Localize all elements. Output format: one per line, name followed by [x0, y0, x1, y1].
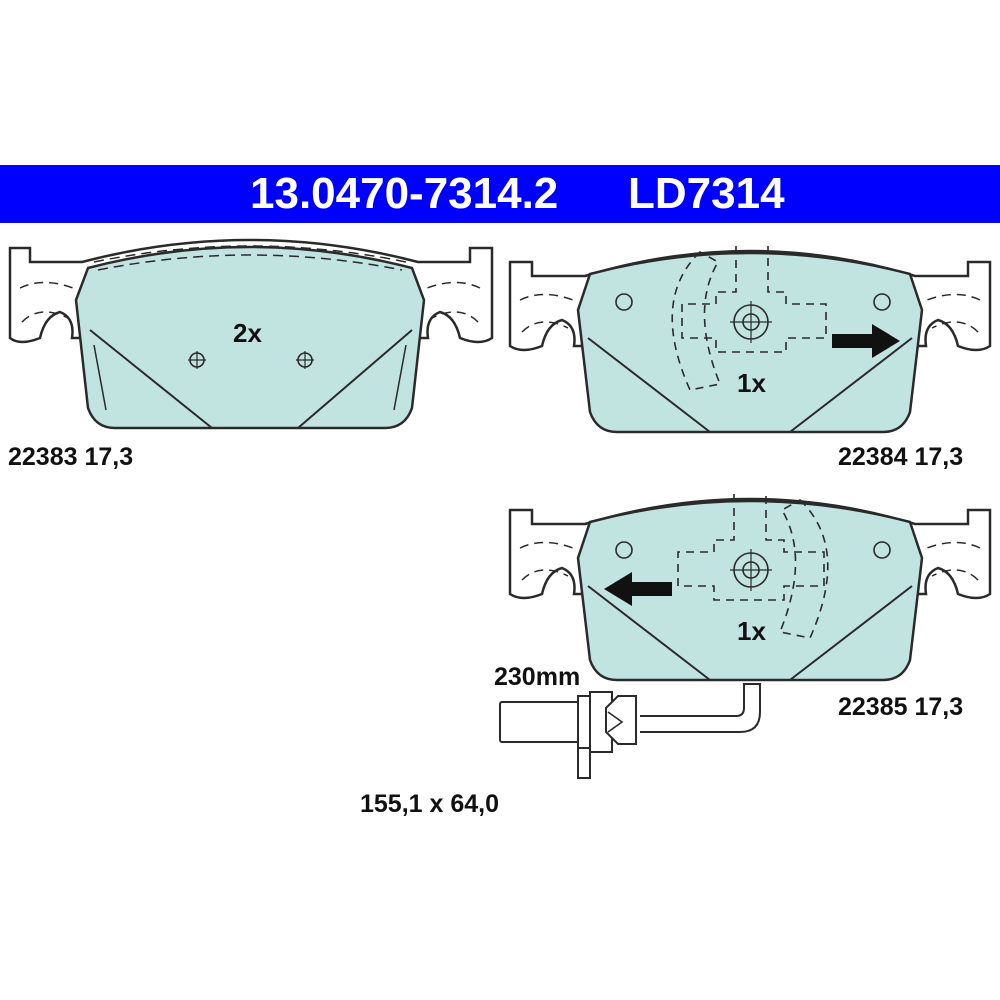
pad-2-quantity: 1x: [737, 368, 766, 398]
pad-2-label: 22384 17,3: [838, 443, 964, 471]
ld-code: LD7314: [628, 169, 785, 218]
direction-arrow-left-icon: [604, 572, 672, 606]
header-banner: 13.0470-7314.2 LD7314: [0, 165, 1000, 223]
brake-pad-3: 1x: [508, 494, 992, 682]
pad-3-label: 22385 17,3: [838, 693, 964, 721]
wear-sensor-connector-icon: [499, 691, 637, 779]
sensor-length-label: 230mm: [494, 663, 581, 691]
pad-3-quantity: 1x: [737, 616, 766, 646]
wear-sensor: [499, 683, 761, 779]
friction-material: [576, 251, 924, 434]
pad-1-quantity: 2x: [233, 318, 262, 348]
brake-pad-2: 1x: [508, 246, 992, 434]
dimensions-label: 155,1 x 64,0: [360, 790, 500, 818]
direction-arrow-right-icon: [832, 324, 900, 358]
pad-1-label: 22383 17,3: [8, 443, 134, 471]
friction-material: [576, 499, 924, 682]
brake-pad-1: 2x: [8, 238, 494, 430]
part-number: 13.0470-7314.2: [250, 169, 559, 218]
friction-material: [74, 245, 426, 430]
